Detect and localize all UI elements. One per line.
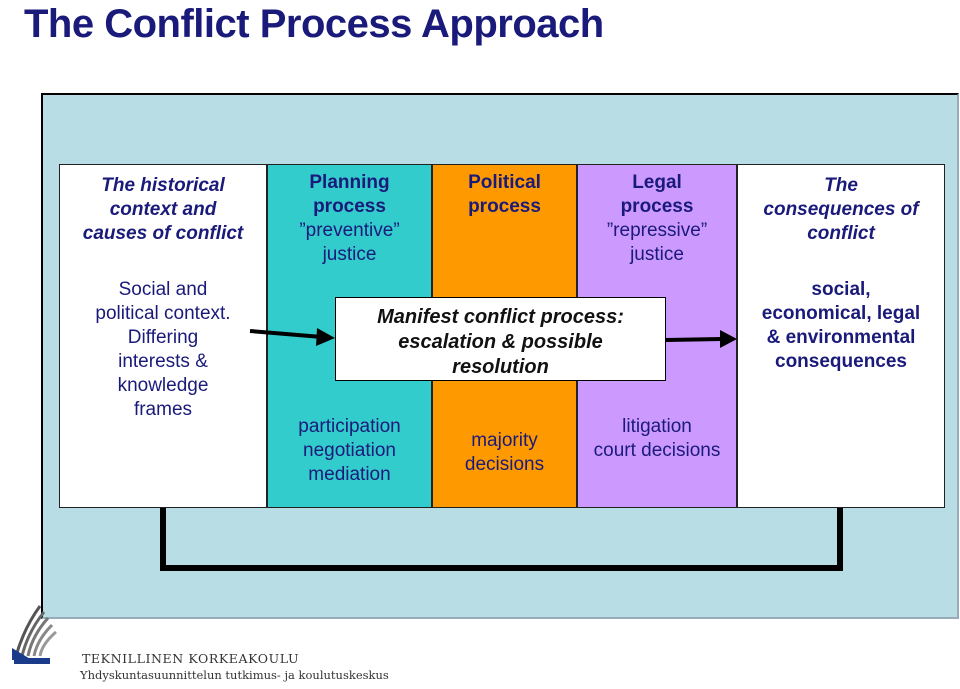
historical-heading: The historical context and causes of con… (82, 175, 244, 244)
political-methods: majority decisions (464, 430, 545, 475)
planning-methods: participation negotiation mediation (298, 416, 401, 485)
consequences-heading: The consequences of conflict (763, 175, 919, 244)
political-heading: Political process (468, 172, 541, 217)
historical-body: Social and political context. Differing … (95, 279, 231, 420)
output-arrow (665, 330, 737, 348)
legal-subheading: ”repressive” justice (606, 220, 708, 265)
consequences-body: social, economical, legal & environmenta… (761, 279, 921, 372)
planning-subheading: ”preventive” justice (299, 220, 400, 265)
page-title: The Conflict Process Approach (24, 2, 604, 46)
organization-name: TEKNILLINEN KORKEAKOULU (82, 651, 300, 666)
planning-heading: Planning process (309, 172, 390, 217)
feedback-loop-line (160, 508, 843, 571)
university-logo-icon (12, 605, 57, 664)
historical-context-box: The historical context and causes of con… (59, 164, 267, 508)
organization-subtitle: Yhdyskuntasuunnittelun tutkimus- ja koul… (80, 668, 389, 682)
manifest-conflict-box: Manifest conflict process: escalation & … (335, 297, 666, 381)
legal-methods: litigation court decisions (593, 416, 721, 461)
legal-heading: Legal process (620, 172, 694, 217)
input-arrow (249, 328, 335, 346)
consequences-box: The consequences of conflict social, eco… (737, 164, 945, 508)
